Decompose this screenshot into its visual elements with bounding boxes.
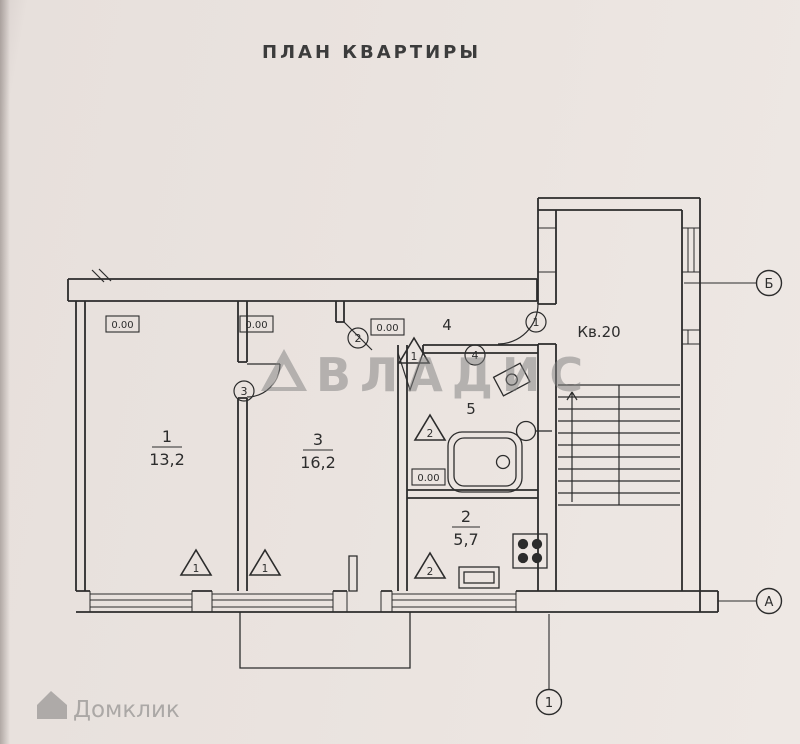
elevation-mark: 0.00 — [111, 320, 133, 331]
entrance-door-arc — [497, 303, 539, 345]
bathtub-drain — [495, 454, 511, 470]
kitchen-sink-inner — [463, 571, 495, 584]
room-number: 3 — [313, 430, 323, 449]
balcony-door-leaf — [348, 555, 358, 592]
stairs-direction-arrow — [566, 391, 578, 502]
elevation-marks: 0.00 0.00 0.00 0.00 — [105, 315, 446, 486]
room-number: 1 — [162, 427, 172, 446]
door-tag: 1 — [533, 316, 540, 329]
round-sink — [515, 420, 537, 442]
stove — [512, 533, 548, 569]
bathtub-inner — [453, 437, 517, 487]
axis-label-1: 1 — [545, 696, 553, 711]
room-number: 5 — [466, 400, 476, 418]
watermark-text: ВЛАДИС — [316, 348, 592, 402]
room-number: 4 — [442, 316, 452, 334]
watermark: ВЛАДИС — [261, 348, 592, 402]
kitchen-sink — [458, 566, 500, 589]
bathtub — [447, 431, 523, 493]
door-tag: 4 — [472, 349, 479, 362]
hall-door-leaf — [343, 321, 373, 351]
vent-tags: 1 1 1 2 2 — [179, 336, 447, 579]
washbasin — [492, 362, 531, 397]
room-area: 13,2 — [149, 450, 185, 469]
house-icon — [37, 691, 67, 719]
axis-markers: Б А 1 — [535, 269, 783, 716]
windows — [90, 227, 700, 608]
wall-pier-edges — [89, 591, 517, 612]
vent-tag: 1 — [411, 351, 418, 363]
branding-text: Домклик — [73, 697, 180, 723]
bathroom-door-swing — [397, 352, 424, 392]
vent-tag: 2 — [427, 566, 434, 578]
room-area: 16,2 — [300, 453, 336, 472]
vent-tag: 1 — [262, 563, 269, 575]
elevation-mark: 0.00 — [245, 320, 267, 331]
vent-tag: 1 — [193, 563, 200, 575]
door-tag: 3 — [241, 385, 248, 398]
door-tags: 2 3 4 1 — [233, 311, 547, 402]
elevation-mark: 0.00 — [417, 473, 439, 484]
axis-label-b: Б — [765, 277, 774, 292]
axis-label-a: А — [765, 595, 774, 610]
branding: Домклик — [37, 691, 180, 723]
scan-edge-shadow — [0, 0, 10, 744]
stairs — [558, 384, 680, 506]
balcony — [239, 555, 411, 669]
hatch-mark — [91, 268, 112, 283]
fixtures — [447, 362, 552, 589]
walls — [67, 197, 719, 613]
apartment-number-label: Кв.20 — [577, 323, 620, 341]
elevation-mark: 0.00 — [376, 323, 398, 334]
vent-tag: 2 — [427, 428, 434, 440]
room-labels: 1 13,2 3 16,2 4 5 2 5,7 Кв.20 — [149, 316, 620, 549]
door-tag: 2 — [355, 332, 362, 345]
plan-title: ПЛАН КВАРТИРЫ — [262, 42, 482, 63]
room-number: 2 — [461, 507, 471, 526]
room-area: 5,7 — [453, 530, 478, 549]
